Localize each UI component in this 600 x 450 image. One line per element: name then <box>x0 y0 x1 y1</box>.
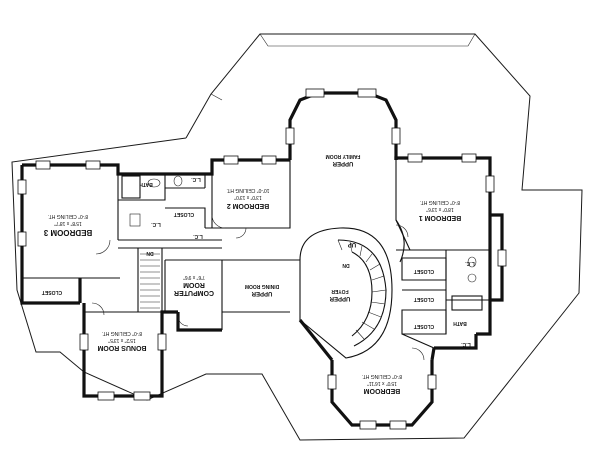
room-line1: UPPER <box>251 290 272 296</box>
computer-room-label: COMPUTER ROOM 7'6" x 9'6" <box>174 274 214 296</box>
bath-label: BATH <box>453 320 467 326</box>
room-line1: UPPER <box>329 295 350 301</box>
room-dims: 15'8" x 18'7" <box>54 220 82 226</box>
bedroom-2-label: BEDROOM 2 13'0" x 13'0" 10'-0" CEILING H… <box>226 187 269 209</box>
linen-closet-label: L.C. <box>465 260 475 266</box>
room-line1: UPPER <box>332 160 353 166</box>
room-ceiling: 8'-0" CEILING HT. <box>48 213 88 219</box>
room-ceiling: 10'-0" CEILING HT. <box>226 187 269 193</box>
upper-foyer-label: UPPER FOYER <box>329 288 350 301</box>
stair-up-label: UP <box>348 241 356 247</box>
linen-closet-label: L.C. <box>461 341 471 347</box>
room-ceiling: 8'-0" CEILING HT. <box>362 373 402 379</box>
room-dims: 18'0" x 13'6" <box>426 206 454 212</box>
room-dims: 15'0" x 16'11" <box>367 380 397 386</box>
stair-down-label: DN <box>342 262 350 268</box>
bedroom-1-label: BEDROOM 1 18'0" x 13'6" 8'-0" CEILING HT… <box>419 199 462 221</box>
room-name: BONUS ROOM <box>97 344 146 351</box>
room-line2: FOYER <box>331 288 349 294</box>
windows <box>17 88 507 430</box>
bonus-room-label: BONUS ROOM 15'2" x 13'5" 8'-0" CEILING H… <box>97 330 146 351</box>
room-name: BEDROOM <box>364 387 401 394</box>
upper-family-room-label: UPPER FAMILY ROOM <box>326 153 361 166</box>
linen-closet-label: L.C. <box>193 233 203 239</box>
bedroom-3-label: BEDROOM 3 15'8" x 18'7" 8'-0" CEILING HT… <box>43 213 92 237</box>
room-ceiling: 8'-0" CEILING HT. <box>102 330 142 336</box>
room-ceiling: 8'-0" CEILING HT. <box>420 199 460 205</box>
closet-label: CLOSET <box>414 268 434 274</box>
linen-closet-label: L.C. <box>191 176 201 182</box>
room-line2: ROOM <box>183 281 205 288</box>
main-stair <box>140 253 160 309</box>
stair-down-label: DN <box>146 250 154 256</box>
doors <box>91 214 425 361</box>
room-dims: 7'6" x 9'6" <box>183 274 205 280</box>
room-labels: BEDROOM 3 15'8" x 18'7" 8'-0" CEILING HT… <box>42 153 475 394</box>
room-line2: FAMILY ROOM <box>326 153 361 159</box>
linen-closet-label: L.C. <box>151 221 161 227</box>
closet-label: CLOSET <box>414 296 434 302</box>
room-line1: COMPUTER <box>174 289 214 296</box>
closet-label: CLOSET <box>414 323 434 329</box>
closet-label: CLOSET <box>174 211 194 217</box>
room-name: BEDROOM 3 <box>43 228 92 237</box>
room-name: BEDROOM 1 <box>419 214 462 221</box>
bedroom-front-label: BEDROOM 15'0" x 16'11" 8'-0" CEILING HT. <box>362 373 402 394</box>
room-dims: 13'0" x 13'0" <box>234 194 262 200</box>
bath-label: BATH <box>139 181 153 187</box>
interior-walls <box>22 160 490 349</box>
upper-dining-room-label: UPPER DINING ROOM <box>245 283 279 296</box>
closet-label: CLOSET <box>42 289 62 295</box>
room-dims: 15'2" x 13'5" <box>108 337 136 343</box>
room-line2: DINING ROOM <box>245 283 279 289</box>
room-name: BEDROOM 2 <box>227 202 270 209</box>
fixtures <box>121 175 483 311</box>
roof-outline <box>11 33 583 441</box>
upper-foyer-stair <box>299 219 405 359</box>
